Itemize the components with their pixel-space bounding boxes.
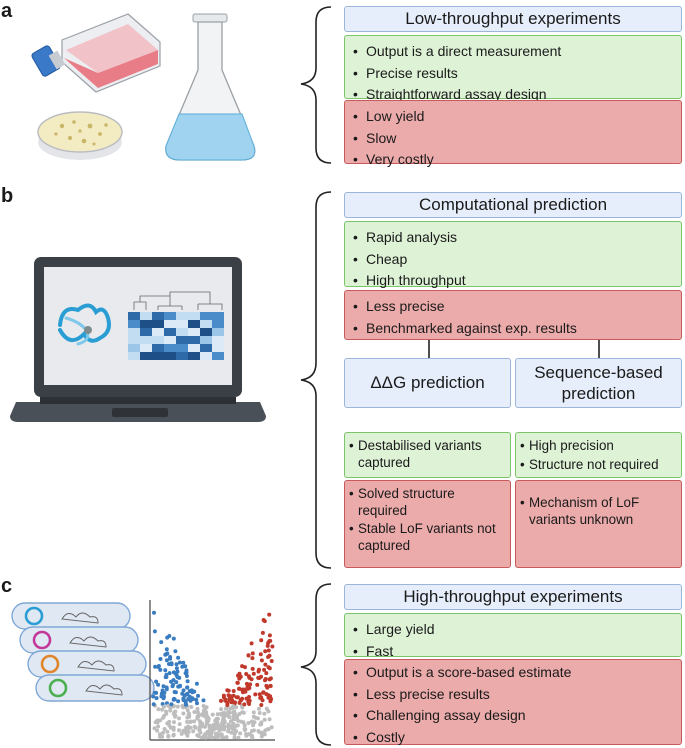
list-item: Cheap: [353, 249, 675, 271]
title-high-throughput: High-throughput experiments: [344, 584, 682, 610]
list-item: Large yield: [353, 619, 675, 641]
petri-dish-icon: [37, 111, 123, 160]
list-item: Benchmarked against exp. results: [353, 318, 675, 340]
title-ddg-prediction: ΔΔG prediction: [344, 358, 511, 408]
list-item: Less precise: [353, 296, 675, 318]
cons-computational: Less precise Benchmarked against exp. re…: [344, 290, 682, 340]
pros-computational: Rapid analysis Cheap High throughput: [344, 221, 682, 291]
list-item: High throughput: [353, 270, 675, 292]
list-item: Output is a direct measurement: [353, 41, 675, 63]
list-item: Very costly: [353, 149, 675, 171]
panel-label-c: c: [1, 575, 13, 597]
erlenmeyer-flask-icon: [165, 13, 256, 161]
cons-seq: Mechanism of LoF variants unknown: [515, 480, 682, 568]
brace-c: [300, 583, 332, 746]
brace-b: [300, 191, 332, 569]
list-item: Destabilised variants captured: [349, 438, 506, 471]
brace-a: [300, 6, 332, 164]
title-sequence-prediction: Sequence-based prediction: [515, 358, 682, 408]
protein-structure-icon: [58, 303, 111, 346]
pros-seq: High precision Structure not required: [515, 432, 682, 478]
title-low-throughput: Low-throughput experiments: [344, 6, 682, 32]
list-item: Low yield: [353, 106, 675, 128]
cell-library-icon: [11, 602, 155, 702]
list-item: Precise results: [353, 63, 675, 85]
pros-high-throughput: Large yield Fast: [344, 613, 682, 662]
cons-high-throughput: Output is a score-based estimate Less pr…: [344, 659, 682, 748]
cons-ddg: Solved structure required Stable LoF var…: [344, 480, 511, 568]
cell-culture-flask-icon: [31, 13, 161, 93]
panel-label-a: a: [1, 0, 13, 22]
pros-low-throughput: Output is a direct measurement Precise r…: [344, 35, 682, 105]
volcano-plot-icon: [149, 600, 275, 741]
list-item: Straightforward assay design: [353, 84, 675, 106]
heatmap-icon: [128, 291, 224, 360]
list-item: Stable LoF variants not captured: [349, 521, 506, 554]
list-item: Output is a score-based estimate: [353, 662, 675, 684]
list-item: Slow: [353, 128, 675, 150]
list-item: Rapid analysis: [353, 227, 675, 249]
list-item: High precision: [520, 438, 677, 455]
list-item: Fast: [353, 641, 675, 663]
title-computational: Computational prediction: [344, 192, 682, 218]
list-item: Less precise results: [353, 684, 675, 706]
cons-low-throughput: Low yield Slow Very costly: [344, 100, 682, 170]
list-item: Solved structure required: [349, 486, 506, 519]
list-item: Costly: [353, 727, 675, 748]
panel-label-b: b: [1, 185, 14, 207]
list-item: Structure not required: [520, 457, 677, 474]
list-item: Challenging assay design: [353, 705, 675, 727]
pros-ddg: Destabilised variants captured: [344, 432, 511, 478]
list-item: Mechanism of LoF variants unknown: [520, 495, 677, 528]
